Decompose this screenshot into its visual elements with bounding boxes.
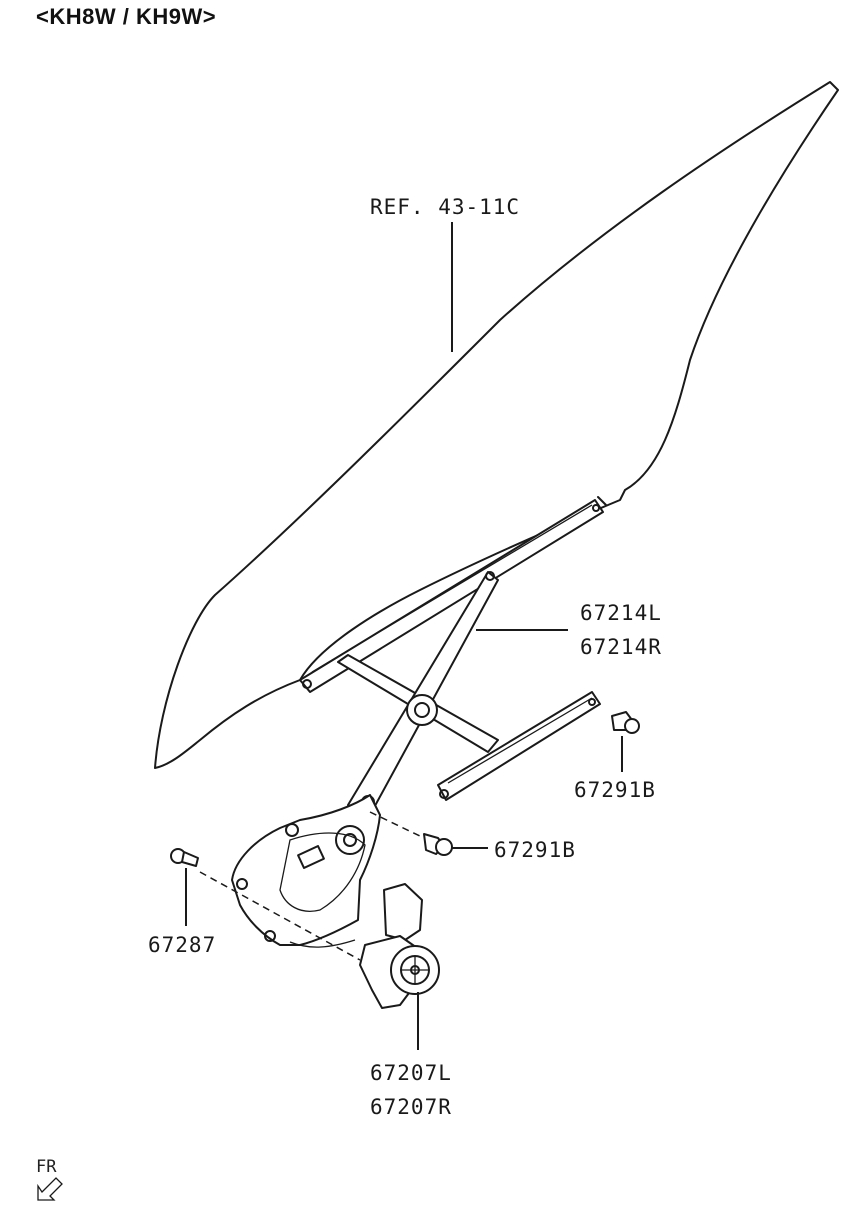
callout-bolt-upper: 67291B [574, 778, 656, 802]
bolt-67291b-upper [611, 711, 640, 734]
bolt-67287 [170, 848, 199, 867]
callout-motor-left: 67207L [370, 1061, 452, 1085]
regulator-lower-rail [437, 691, 601, 801]
callout-regulator-right: 67214R [580, 635, 662, 659]
front-arrow-icon [37, 1177, 63, 1201]
callout-glass-ref: REF. 43-11C [370, 195, 520, 219]
assembly-lines [199, 811, 425, 961]
bolt-67291b-lower [423, 833, 453, 856]
leader-lines [185, 222, 623, 1050]
callout-motor-right: 67207R [370, 1095, 452, 1119]
door-glass [154, 81, 839, 769]
callout-bolt-lower: 67291B [494, 838, 576, 862]
regulator-arms [337, 571, 499, 816]
model-title: <KH8W / KH9W> [36, 4, 217, 29]
front-marker-label: FR [36, 1157, 57, 1177]
callout-regulator-left: 67214L [580, 601, 662, 625]
window-motor [359, 883, 440, 1009]
callout-bolt-side: 67287 [148, 933, 216, 957]
regulator-base-plate [231, 794, 381, 948]
regulator-upper-rail [299, 496, 607, 693]
